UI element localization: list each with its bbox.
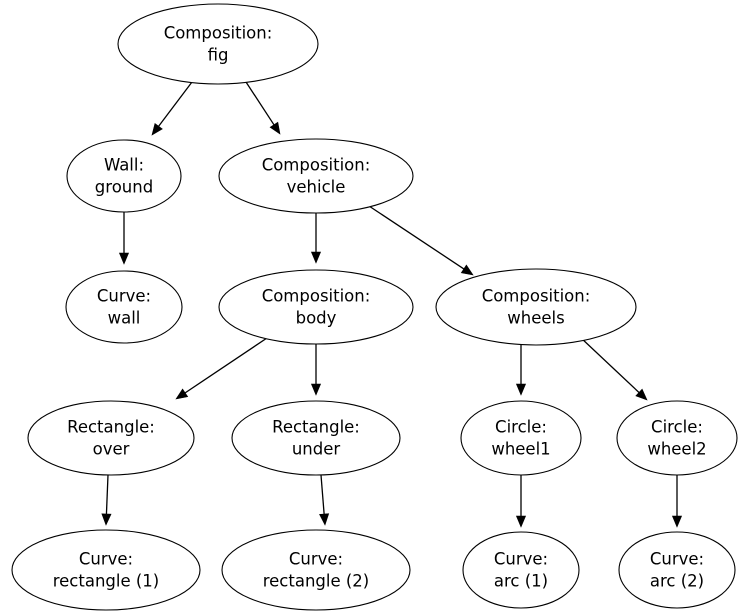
node-label-type: Curve: <box>494 550 548 569</box>
node-ellipse[interactable] <box>435 268 637 346</box>
node-label-type: Circle: <box>651 418 703 437</box>
arrowhead-icon <box>269 121 281 135</box>
arrowhead-icon <box>118 252 130 265</box>
node-label-type: Rectangle: <box>272 418 360 437</box>
node-label-name: wheels <box>507 309 564 328</box>
node-arc1[interactable]: Curve: arc (1) <box>462 531 580 609</box>
edge-line <box>158 81 193 127</box>
edges-layer <box>101 81 683 528</box>
node-ellipse[interactable] <box>460 400 582 476</box>
node-ellipse[interactable] <box>616 400 738 476</box>
node-label-name: ground <box>95 178 153 197</box>
node-label-type: Composition: <box>482 287 591 306</box>
edge-line <box>579 336 640 393</box>
node-label-name: wall <box>108 309 141 328</box>
node-label-name: vehicle <box>287 178 346 197</box>
node-label-name: wheel1 <box>491 440 550 459</box>
node-label-name: wheel2 <box>647 440 706 459</box>
edge-ground-to-wall <box>118 212 130 265</box>
arrowhead-icon <box>151 122 163 136</box>
node-label-name: arc (2) <box>650 572 704 591</box>
node-label-type: Curve: <box>97 287 151 306</box>
node-ellipse[interactable] <box>218 138 414 214</box>
node-ellipse[interactable] <box>66 139 182 213</box>
node-label-name: arc (1) <box>494 572 548 591</box>
node-label-type: Curve: <box>289 550 343 569</box>
node-label-name: under <box>292 440 341 459</box>
arrowhead-icon <box>319 513 330 526</box>
node-ground[interactable]: Wall: ground <box>66 139 182 213</box>
edge-wheels-to-wheel2 <box>579 336 648 401</box>
edge-over-to-rectangle1 <box>101 474 112 526</box>
edge-under-to-rectangle2 <box>319 474 330 526</box>
arrowhead-icon <box>515 383 527 396</box>
node-label-type: Composition: <box>262 156 371 175</box>
edge-vehicle-to-wheels <box>368 205 474 276</box>
arrowhead-icon <box>671 515 683 528</box>
node-label-name: over <box>93 440 130 459</box>
node-rectangle1[interactable]: Curve: rectangle (1) <box>11 529 201 611</box>
node-wall[interactable]: Curve: wall <box>65 270 183 344</box>
node-label-type: Circle: <box>495 418 547 437</box>
node-arc2[interactable]: Curve: arc (2) <box>618 531 736 609</box>
edge-wheels-to-wheel1 <box>515 344 527 396</box>
node-label-type: Composition: <box>164 24 273 43</box>
node-label-type: Curve: <box>650 550 704 569</box>
edge-fig-to-vehicle <box>245 81 281 135</box>
node-ellipse[interactable] <box>218 269 414 345</box>
node-rectangle2[interactable]: Curve: rectangle (2) <box>221 529 411 611</box>
node-ellipse[interactable] <box>462 531 580 609</box>
node-label-name: fig <box>208 46 229 65</box>
arrowhead-icon <box>515 515 527 528</box>
arrowhead-icon <box>101 513 112 526</box>
node-fig[interactable]: Composition: fig <box>117 3 319 85</box>
node-label-type: Curve: <box>79 550 133 569</box>
node-ellipse[interactable] <box>618 531 736 609</box>
edge-body-to-under <box>310 344 322 396</box>
node-label-name: rectangle (2) <box>263 572 370 591</box>
node-label-type: Rectangle: <box>67 418 155 437</box>
arrowhead-icon <box>635 388 648 401</box>
node-ellipse[interactable] <box>221 529 411 611</box>
node-over[interactable]: Rectangle: over <box>27 400 195 476</box>
node-label-name: body <box>296 309 337 328</box>
node-ellipse[interactable] <box>231 400 401 476</box>
node-ellipse[interactable] <box>11 529 201 611</box>
edge-wheel1-to-arc1 <box>515 475 527 528</box>
edge-line <box>184 337 268 394</box>
node-wheels[interactable]: Composition: wheels <box>435 268 637 346</box>
edge-line <box>320 474 325 515</box>
arrowhead-icon <box>310 383 322 396</box>
edge-wheel2-to-arc2 <box>671 475 683 528</box>
edge-line <box>368 205 465 270</box>
node-wheel2[interactable]: Circle: wheel2 <box>616 400 738 476</box>
node-vehicle[interactable]: Composition: vehicle <box>218 138 414 214</box>
arrowhead-icon <box>460 264 474 276</box>
edge-fig-to-ground <box>151 81 193 136</box>
nodes-layer: Composition:figWall:groundComposition:ve… <box>11 3 738 611</box>
node-ellipse[interactable] <box>117 3 319 85</box>
arrowhead-icon <box>175 388 189 400</box>
edge-body-to-over <box>175 337 268 400</box>
edge-vehicle-to-body <box>310 213 322 264</box>
node-body[interactable]: Composition: body <box>218 269 414 345</box>
edge-line <box>245 81 275 126</box>
node-ellipse[interactable] <box>27 400 195 476</box>
edge-line <box>105 474 109 515</box>
node-ellipse[interactable] <box>65 270 183 344</box>
node-label-type: Wall: <box>104 156 144 175</box>
node-under[interactable]: Rectangle: under <box>231 400 401 476</box>
node-label-name: rectangle (1) <box>53 572 160 591</box>
node-wheel1[interactable]: Circle: wheel1 <box>460 400 582 476</box>
arrowhead-icon <box>310 251 322 264</box>
node-label-type: Composition: <box>262 287 371 306</box>
